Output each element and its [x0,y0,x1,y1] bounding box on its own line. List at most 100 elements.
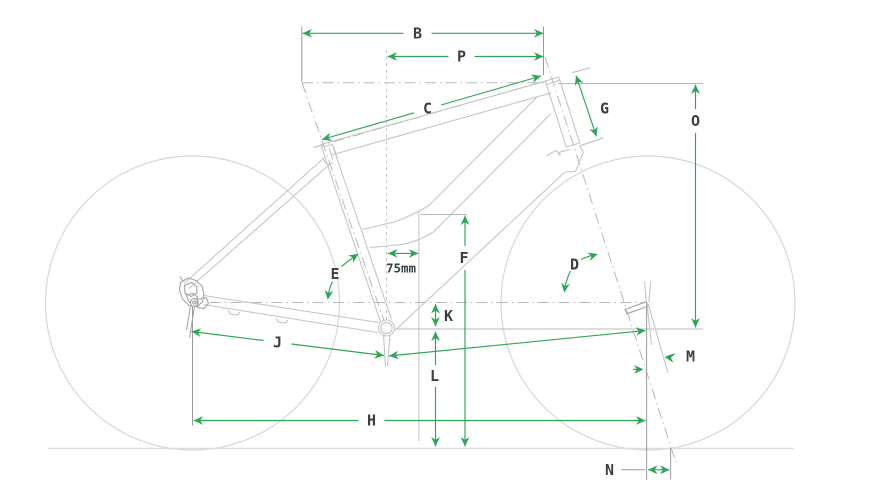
fork-crown [546,148,570,157]
arrowhead [431,437,440,447]
dimension-P: P [387,48,544,66]
dim-label-F: F [459,249,468,267]
frame-line [546,79,560,86]
down-tube-lower [394,171,566,331]
arrowhead [431,304,440,314]
head-tube [544,76,581,148]
dim-label-E: E [330,265,339,283]
frame-detail [183,281,198,298]
bike-frame [183,76,581,367]
frame-detail [275,318,289,324]
axle-offset-line [647,303,669,374]
dim-label-75mm: 75mm [386,261,417,276]
frame-line [186,306,191,331]
dimension-line [575,75,598,137]
reference-line [579,137,604,147]
rear-dropout [178,276,210,339]
dimension-line [191,330,264,342]
fork [546,145,669,374]
dimension-line [388,329,646,357]
dimension-line [440,75,542,106]
dimension-G: G [574,75,609,137]
arrowhead [191,328,202,337]
dim-label-C: C [423,100,432,118]
arrowhead [387,52,397,61]
seat-tube-left [320,146,382,323]
frame-detail [178,277,205,308]
seat-stay-lower [188,163,331,289]
frame-line [382,334,387,367]
dim-label-H: H [367,412,376,430]
frame-line [328,147,334,161]
frame-detail [192,300,197,305]
dimension-F: F [459,215,470,447]
frame-line [321,143,334,148]
dimension-B: B [302,24,544,42]
arrowhead [648,465,658,475]
fork-tip-right [648,280,652,303]
dimension-C: C [321,74,542,142]
front-dropout [624,301,649,315]
arrowhead [635,327,646,336]
arrowhead [634,365,644,374]
dimension-L: L [430,331,440,447]
arrowhead [460,215,470,225]
frame-line [333,146,338,159]
dim-label-M: M [686,348,695,366]
rear-axle [189,298,199,307]
seat-stay-upper [183,156,326,284]
arrowhead [530,74,541,83]
frame-line [179,276,184,282]
dim-label-L: L [430,367,439,385]
seat-tube-right [331,144,393,320]
fork-crown-right [564,145,584,173]
arrowhead [431,331,440,341]
dimension-N: N [605,461,670,479]
dimension-front-center [388,327,646,360]
arrowhead [460,437,470,447]
dimension-D: D [561,252,598,293]
arrowhead [561,282,570,293]
top-tube-upper [320,80,546,146]
arrowhead [322,132,333,142]
arrowhead [431,317,440,327]
reference-lines [192,26,703,480]
arrowhead [589,126,598,137]
dimension-seat-tube-offset: 75mm [386,249,419,276]
dim-label-P: P [457,48,466,66]
arrowhead [691,84,700,94]
dimension-H: H [193,412,646,430]
arrowhead [324,289,334,300]
chain-stay-upper [203,294,379,324]
arrowhead [574,75,584,86]
frame-detail [227,310,241,316]
dimension-line [321,112,415,141]
rear-derailleur [196,296,210,310]
arrowhead [193,416,203,425]
dim-label-D: D [570,256,579,274]
dim-label-O: O [691,112,700,130]
chain-stay-lower [203,303,378,334]
dim-label-K: K [444,307,453,325]
arrowhead [534,52,544,61]
frame-detail [323,159,334,165]
dimension-E: E [324,253,359,300]
arrowhead [660,465,670,475]
fork-tip-left [643,281,647,303]
frame-line [646,303,653,346]
arrowhead [534,28,544,38]
arrowhead [388,249,398,258]
frame-detail [380,321,393,335]
seat-tube-axis [301,82,387,329]
arrowhead [691,318,700,328]
steering-axis [544,56,678,467]
arrowhead [408,249,419,258]
dim-label-B: B [413,24,422,42]
dimension-line [291,343,385,357]
arrowhead [587,252,598,261]
dim-label-N: N [605,461,614,479]
frame-line [189,306,195,339]
dimension-O: O [691,84,700,328]
